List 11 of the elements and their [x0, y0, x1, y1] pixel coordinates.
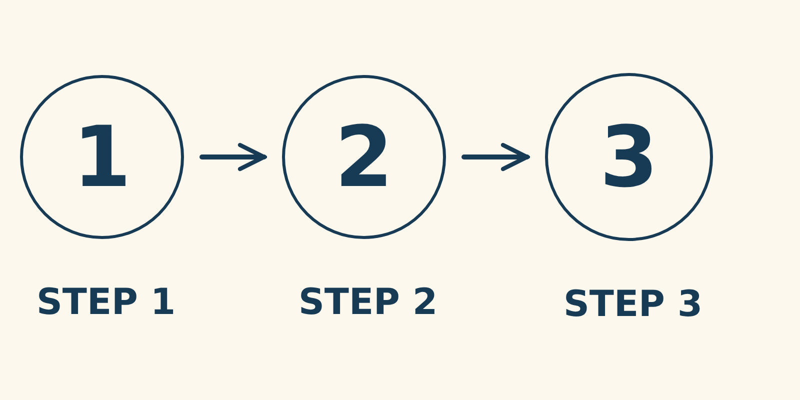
- step-circle: [545, 73, 713, 241]
- step-number: 1: [72, 115, 132, 199]
- step-circle: [20, 75, 184, 239]
- step-number: 2: [334, 115, 394, 199]
- arrow: [200, 142, 266, 172]
- step-label: STEP 3: [563, 287, 703, 323]
- arrow: [462, 142, 530, 172]
- step-circle: [282, 75, 446, 239]
- step-label: STEP 1: [36, 285, 176, 321]
- step-number: 3: [600, 115, 658, 199]
- step-label: STEP 2: [298, 285, 438, 321]
